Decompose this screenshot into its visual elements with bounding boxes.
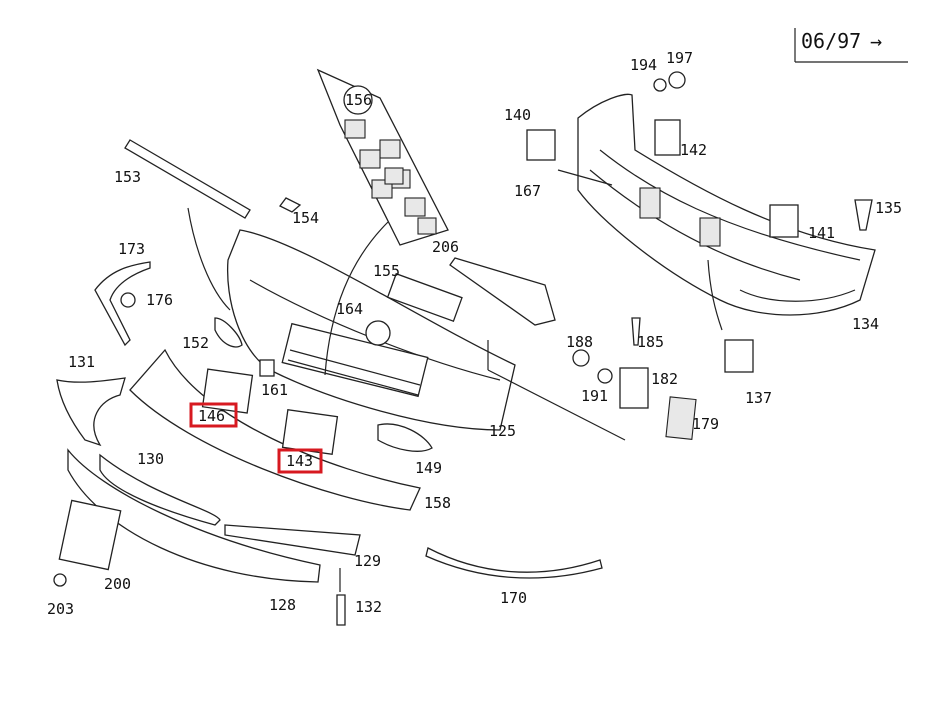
callout-143[interactable]: 143 [286,452,313,470]
callout-167[interactable]: 167 [514,182,541,200]
callout-185[interactable]: 185 [637,333,664,351]
callout-131[interactable]: 131 [68,353,95,371]
callout-203[interactable]: 203 [47,600,74,618]
bumper-carrier [577,93,876,316]
callout-134[interactable]: 134 [852,315,879,333]
callout-146[interactable]: 146 [198,407,225,425]
callout-188[interactable]: 188 [566,333,593,351]
date-code-box: 06/97 → [794,28,908,63]
small-parts [53,71,873,626]
date-code: 06/97 [801,29,861,53]
callout-176[interactable]: 176 [146,291,173,309]
callout-197[interactable]: 197 [666,49,693,67]
callout-128[interactable]: 128 [269,596,296,614]
callout-155[interactable]: 155 [373,262,400,280]
callout-132[interactable]: 132 [355,598,382,616]
callout-153[interactable]: 153 [114,168,141,186]
callouts: 156 194 197 140 142 153 154 167 135 141 … [47,49,902,618]
callout-156[interactable]: 156 [345,91,372,109]
callout-140[interactable]: 140 [504,106,531,124]
callout-194[interactable]: 194 [630,56,657,74]
callout-191[interactable]: 191 [581,387,608,405]
callout-137[interactable]: 137 [745,389,772,407]
highlight-box-146 [189,402,238,428]
grille-insert [316,68,449,246]
callout-135[interactable]: 135 [875,199,902,217]
highlight-box-143 [277,448,323,474]
callout-129[interactable]: 129 [354,552,381,570]
callout-164[interactable]: 164 [336,300,363,318]
callout-170[interactable]: 170 [500,589,527,607]
callout-154[interactable]: 154 [292,209,319,227]
callout-200[interactable]: 200 [104,575,131,593]
callout-206[interactable]: 206 [432,238,459,256]
callout-158[interactable]: 158 [424,494,451,512]
callout-149[interactable]: 149 [415,459,442,477]
callout-141[interactable]: 141 [808,224,835,242]
callout-161[interactable]: 161 [261,381,288,399]
callout-130[interactable]: 130 [137,450,164,468]
leader-lines [187,169,723,592]
callout-125[interactable]: 125 [489,422,516,440]
callout-173[interactable]: 173 [118,240,145,258]
front-bumper-cover [226,229,516,431]
callout-179[interactable]: 179 [692,415,719,433]
lower-trim [56,261,603,583]
date-arrow-icon: → [870,29,882,53]
callout-142[interactable]: 142 [680,141,707,159]
callout-182[interactable]: 182 [651,370,678,388]
callout-152[interactable]: 152 [182,334,209,352]
